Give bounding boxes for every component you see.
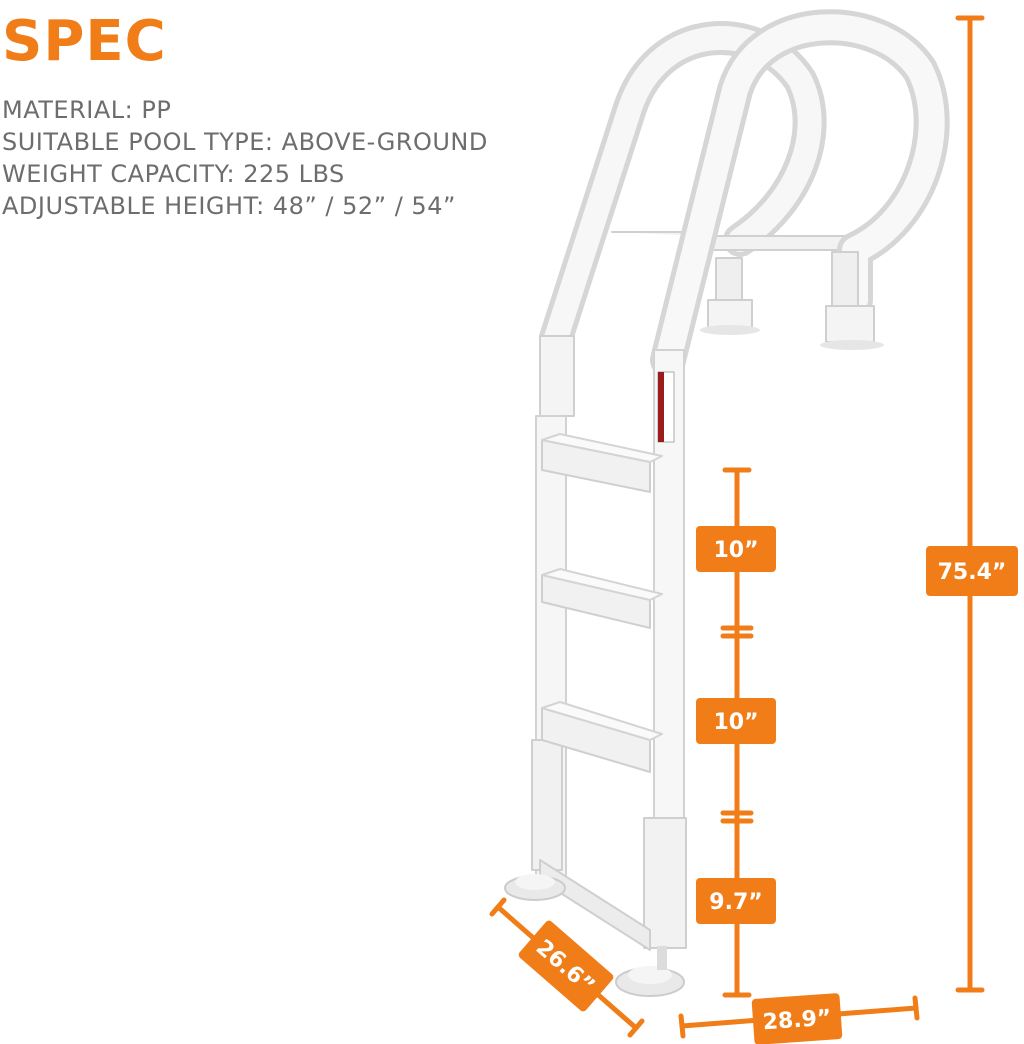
label-step-spacing-3: 9.7” [696, 878, 776, 924]
label-total-height: 75.4” [926, 546, 1018, 596]
svg-text:10”: 10” [713, 538, 758, 563]
svg-text:75.4”: 75.4” [938, 560, 1007, 585]
svg-text:28.9”: 28.9” [762, 1006, 832, 1036]
svg-text:10”: 10” [713, 710, 758, 735]
label-width: 28.9” [751, 993, 843, 1044]
spec-list: MATERIAL: PP SUITABLE POOL TYPE: ABOVE-G… [2, 94, 488, 222]
spec-weight-capacity: WEIGHT CAPACITY: 225 LBS [2, 160, 345, 188]
spec-pool-type: SUITABLE POOL TYPE: ABOVE-GROUND [2, 128, 488, 156]
spec-material: MATERIAL: PP [2, 96, 172, 124]
label-step-spacing-2: 10” [696, 698, 776, 744]
svg-text:9.7”: 9.7” [709, 890, 762, 915]
spec-adjustable-height: ADJUSTABLE HEIGHT: 48” / 52” / 54” [2, 192, 456, 220]
page-title: SPEC [2, 9, 167, 74]
label-step-spacing-1: 10” [696, 526, 776, 572]
pool-ladder [504, 9, 950, 997]
